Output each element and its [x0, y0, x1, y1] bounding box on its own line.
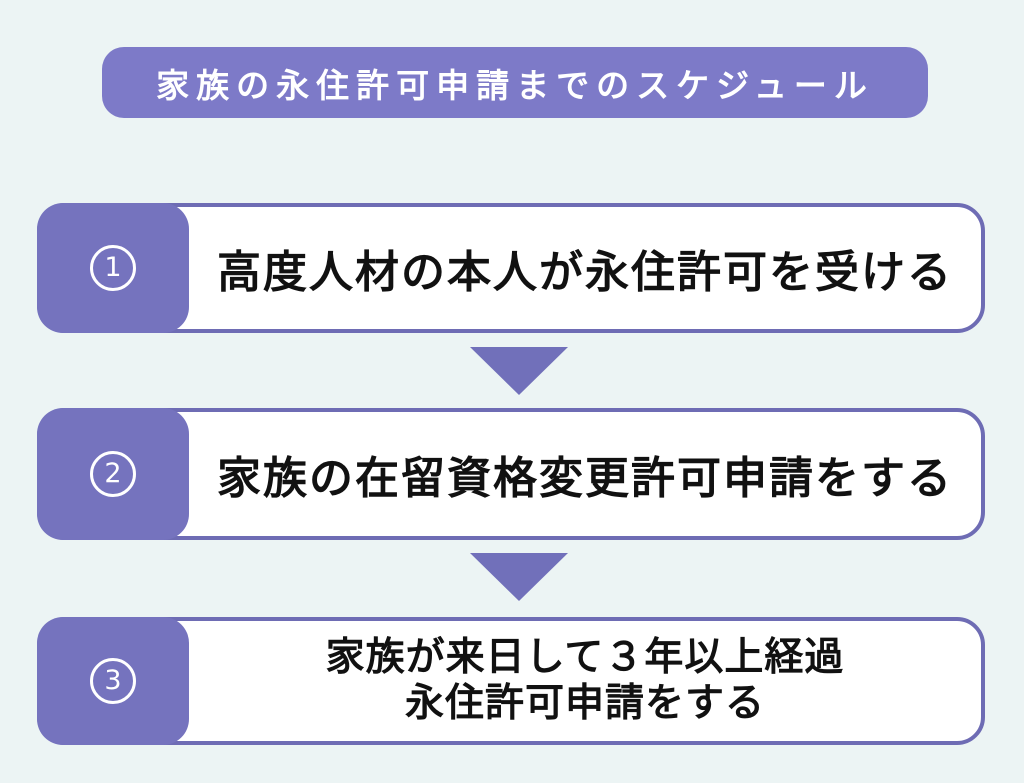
circled-number-3-icon: 3	[90, 658, 136, 704]
circled-number-1-icon: 1	[90, 245, 136, 291]
step-2-box: 2 家族の在留資格変更許可申請をする	[37, 408, 985, 540]
step-2-number-tab: 2	[37, 408, 189, 540]
step-1-box: 1 高度人材の本人が永住許可を受ける	[37, 203, 985, 333]
step-1-text: 高度人材の本人が永住許可を受ける	[217, 247, 953, 298]
step-1-number-tab: 1	[37, 203, 189, 333]
step-3-content: 家族が来日して３年以上経過 永住許可申請をする	[193, 621, 977, 741]
step-3-text-line-1: 家族が来日して３年以上経過	[325, 634, 845, 680]
step-2-content: 家族の在留資格変更許可申請をする	[193, 412, 977, 536]
circled-number-2-icon: 2	[90, 451, 136, 497]
step-3-box: 3 家族が来日して３年以上経過 永住許可申請をする	[37, 617, 985, 745]
step-3-text-line-2: 永住許可申請をする	[404, 681, 765, 726]
step-3-number-tab: 3	[37, 617, 189, 745]
arrow-down-icon	[470, 347, 568, 395]
page-title: 家族の永住許可申請までのスケジュール	[156, 65, 874, 105]
step-1-content: 高度人材の本人が永住許可を受ける	[193, 207, 977, 329]
step-2-text: 家族の在留資格変更許可申請をする	[217, 453, 953, 504]
arrow-down-icon	[470, 553, 568, 601]
title-banner: 家族の永住許可申請までのスケジュール	[102, 47, 928, 118]
